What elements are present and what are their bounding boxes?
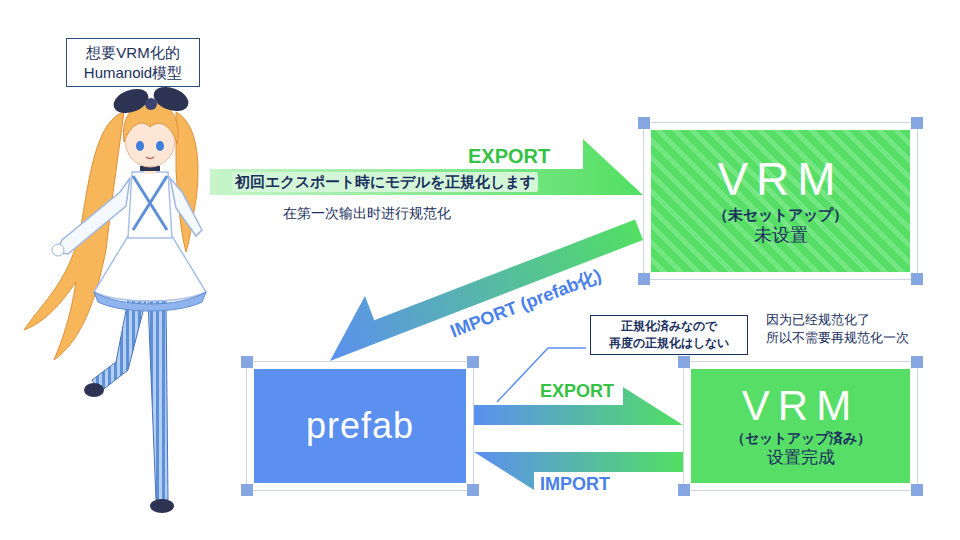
status-label: （セットアップ済み） — [731, 429, 871, 447]
corner-handle — [241, 484, 253, 496]
shoe — [150, 499, 174, 513]
corner-handle — [638, 117, 650, 129]
model-label: 想要VRM化的 Humanoid模型 — [66, 38, 200, 87]
corner-handle — [911, 356, 923, 368]
corner-handle — [467, 356, 479, 368]
dress-top — [128, 172, 172, 238]
character-figure — [24, 83, 206, 513]
arm — [170, 178, 202, 236]
skirt — [94, 236, 206, 301]
corner-handle — [678, 484, 690, 496]
edge-label: EXPORT — [468, 144, 550, 168]
box-fill: prefab — [254, 369, 466, 483]
leg — [148, 300, 168, 500]
skirt-frill — [94, 292, 206, 311]
corner-handle — [911, 484, 923, 496]
note-label: 在第一次输出时进行规范化 — [283, 204, 451, 223]
edge-label: IMPORT (prefab化) — [447, 265, 604, 343]
status-label: （未セットアップ） — [713, 205, 848, 225]
callout-text: 正規化済みなので 再度の正規化はしない — [601, 318, 737, 352]
shoe — [84, 383, 104, 397]
bow — [150, 83, 191, 116]
edge-label: IMPORT — [540, 474, 610, 496]
box-fill: VRM（未セットアップ）未设置 — [651, 130, 910, 272]
glove — [52, 244, 64, 256]
vrm-box: VRM（未セットアップ）未设置 — [643, 122, 918, 280]
corner-handle — [678, 356, 690, 368]
vrm-title: VRM — [742, 383, 859, 429]
model-figure: 想要VRM化的 Humanoid模型 — [8, 36, 210, 532]
eye — [136, 141, 144, 151]
vrm-title: VRM — [717, 154, 843, 205]
status-label: 设置完成 — [767, 447, 835, 469]
bow — [110, 85, 151, 118]
corner-handle — [467, 484, 479, 496]
corner-handle — [911, 273, 923, 285]
prefab-box: prefab — [246, 361, 474, 491]
dress-strap — [133, 176, 167, 230]
corner-handle — [638, 273, 650, 285]
eye — [156, 141, 164, 151]
arm — [56, 178, 130, 254]
edge-label: EXPORT — [540, 381, 614, 403]
mouth — [146, 157, 154, 159]
flow-arrow — [210, 139, 643, 195]
note-label: 因为已经规范化了 所以不需要再规范化一次 — [766, 311, 926, 346]
callout-box: 正規化済みなので 再度の正規化はしない — [590, 315, 748, 355]
prefab-title: prefab — [306, 406, 414, 446]
corner-handle — [241, 356, 253, 368]
box-fill: VRM（セットアップ済み）设置完成 — [691, 369, 910, 483]
bow-knot — [145, 98, 157, 110]
note-label: 初回エクスポート時にモデルを正規化します — [232, 172, 538, 192]
leg — [92, 300, 146, 392]
corner-handle — [911, 117, 923, 129]
status-label: 未设置 — [754, 224, 808, 247]
vrm-box: VRM（セットアップ済み）设置完成 — [683, 361, 918, 491]
